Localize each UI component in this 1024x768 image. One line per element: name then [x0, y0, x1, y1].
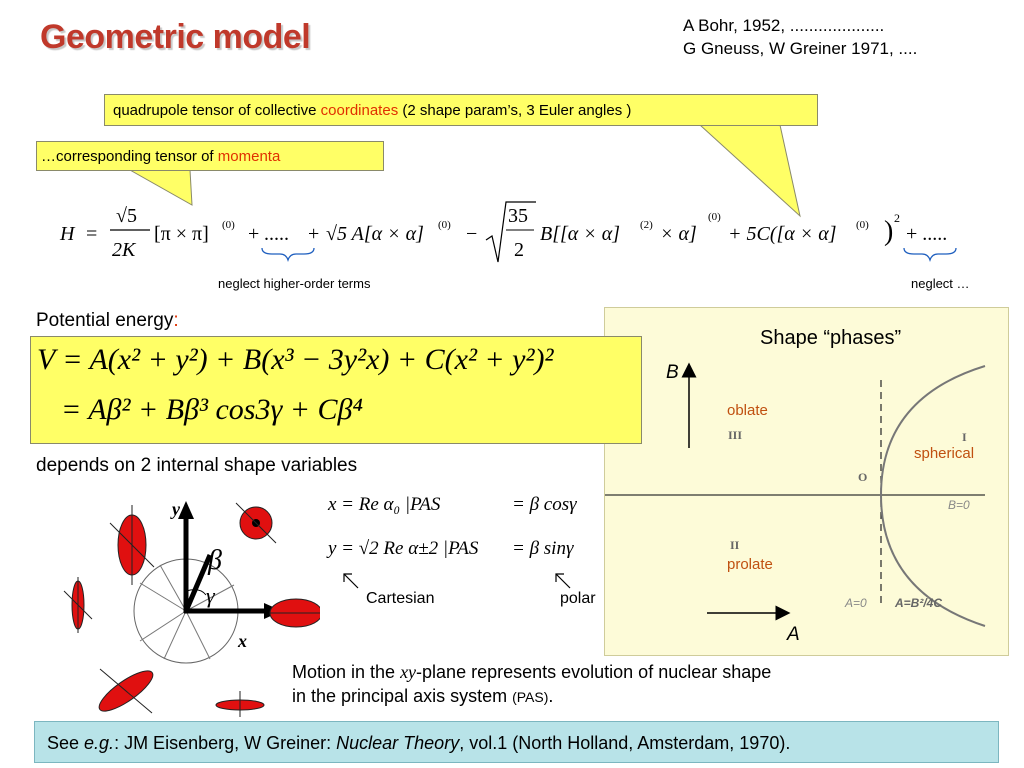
reference-gneuss: G Gneuss, W Greiner 1971, .... [683, 39, 918, 58]
footer-publisher: , vol.1 (North Holland, Amsterdam, 1970)… [459, 733, 791, 753]
ham-sup0b: (0) [438, 219, 451, 231]
region-III: III [728, 428, 743, 442]
callout-highlight: coordinates [320, 102, 399, 119]
callout-text: …corresponding tensor of [41, 148, 218, 165]
b-axis-label: B [666, 362, 679, 383]
ham-minus: − [466, 223, 477, 245]
ham-times-alpha: × α] [660, 223, 697, 245]
ham-2K: 2K [112, 239, 137, 261]
prolate-label: prolate [727, 556, 773, 573]
ham-plus-dots: + ..... [906, 223, 947, 245]
neglect-label: neglect … [911, 276, 970, 291]
motion-text-post: -plane represents evolution of nuclear s… [416, 662, 772, 682]
neglect-higher-order-label: neglect higher-order terms [218, 276, 371, 291]
ham-pipi: [π × π] [154, 223, 209, 245]
beta-label: β [207, 545, 222, 576]
motion-xy: xy [400, 662, 417, 682]
shape-phases-diagram [605, 362, 986, 627]
region-II: II [730, 538, 740, 552]
y-relation: y = √2 Re α±2 |PAS [328, 538, 479, 559]
axis-y-label: y [170, 499, 181, 519]
motion-text: Motion in the [292, 662, 401, 682]
axis-x-label: x [237, 631, 247, 651]
ham-B-term: B[[α × α] [540, 223, 620, 245]
motion-line-1: Motion in the xy-plane represents evolut… [292, 660, 932, 684]
ham-dots: ..... [264, 223, 289, 245]
potential-line-2: = Aβ² + Bβ³ cos3γ + Cβ⁴ [61, 393, 363, 426]
a-zero-label: A=0 [845, 596, 867, 610]
potential-energy-label: Potential energy: [36, 310, 179, 332]
x-relation: x = Re α₀ |PAS [328, 494, 441, 515]
motion-description: Motion in the xy-plane represents evolut… [292, 660, 932, 709]
footer-see: See [47, 733, 85, 753]
footer-eg: e.g. [84, 733, 115, 753]
motion-line-2: in the principal axis system (PAS). [292, 684, 932, 709]
ham-eq: = [86, 223, 97, 245]
ham-35: 35 [508, 205, 528, 227]
motion-text-2: in the principal axis system [292, 686, 513, 706]
cartesian-label: Cartesian [366, 590, 435, 607]
shape-phases-title: Shape “phases” [760, 327, 902, 349]
ham-sup0c: (0) [708, 211, 721, 223]
callout-collective-coordinates: quadrupole tensor of collective coordina… [104, 94, 818, 126]
underbrace-neglect [903, 247, 957, 263]
callout-momenta: …corresponding tensor of momenta [36, 141, 384, 171]
underbrace-higher-order [261, 247, 315, 263]
potential-energy-box: V = A(x² + y²) + B(x³ − 3y²x) + C(x² + y… [30, 336, 642, 444]
oblate-label: oblate [727, 402, 768, 419]
ham-plus: + [248, 223, 259, 245]
footer-book: Nuclear Theory [336, 733, 460, 753]
parabola-boundary [879, 365, 986, 627]
reference-bohr: A Bohr, 1952, .................... [683, 16, 885, 35]
shape-phases-panel [604, 307, 1009, 656]
ham-2: 2 [514, 239, 524, 261]
potential-energy-colon: : [173, 310, 179, 331]
ham-sup0: (0) [222, 219, 235, 231]
page-title: Geometric model [40, 18, 311, 56]
region-I: I [962, 430, 967, 444]
potential-energy-text: Potential energy [36, 310, 174, 331]
callout-text: quadrupole tensor of collective [113, 102, 321, 119]
svg-text:): ) [884, 216, 893, 247]
ham-sup2: (2) [640, 219, 653, 231]
motion-pas: (PAS) [512, 689, 549, 705]
gamma-label: γ [206, 583, 216, 608]
ham-sup0d: (0) [856, 219, 869, 231]
x-relation-polar: = β cosγ [512, 494, 577, 515]
ham-plus2: + [308, 223, 319, 245]
ham-5C: + 5C([α × α] [728, 223, 837, 245]
nuclear-shape-diagram: y x β γ [63, 499, 320, 717]
spherical-label: spherical [914, 445, 975, 462]
potential-line-1: V = A(x² + y²) + B(x³ − 3y²x) + C(x² + y… [37, 343, 554, 376]
ham-sqrt5: √5 [116, 205, 137, 227]
depends-text: depends on 2 internal shape variables [36, 455, 358, 476]
relation-arrows [343, 573, 571, 589]
motion-period: . [548, 686, 554, 706]
reference-footer: See e.g.: JM Eisenberg, W Greiner: Nucle… [34, 721, 999, 763]
b-zero-label: B=0 [948, 498, 970, 512]
callout-text-post: (2 shape param’s, 3 Euler angles ) [398, 102, 632, 119]
hamiltonian-equation: H = √5 2K [π × π] (0) + ..... + √5 A[α ×… [59, 201, 957, 263]
y-relation-polar: = β sinγ [512, 538, 574, 559]
polar-label: polar [560, 590, 596, 607]
callout-highlight: momenta [217, 148, 281, 165]
footer-authors: : JM Eisenberg, W Greiner: [114, 733, 337, 753]
ham-H: H [59, 223, 76, 245]
a-equals-b2-4c-label: A=B²/4C [895, 596, 943, 610]
beta-vector [183, 554, 213, 612]
ham-pow2: 2 [894, 211, 900, 225]
ham-sqrt5A: √5 A[α × α] [326, 223, 424, 245]
a-axis-label: A [787, 624, 800, 645]
origin-O: O [858, 470, 868, 484]
